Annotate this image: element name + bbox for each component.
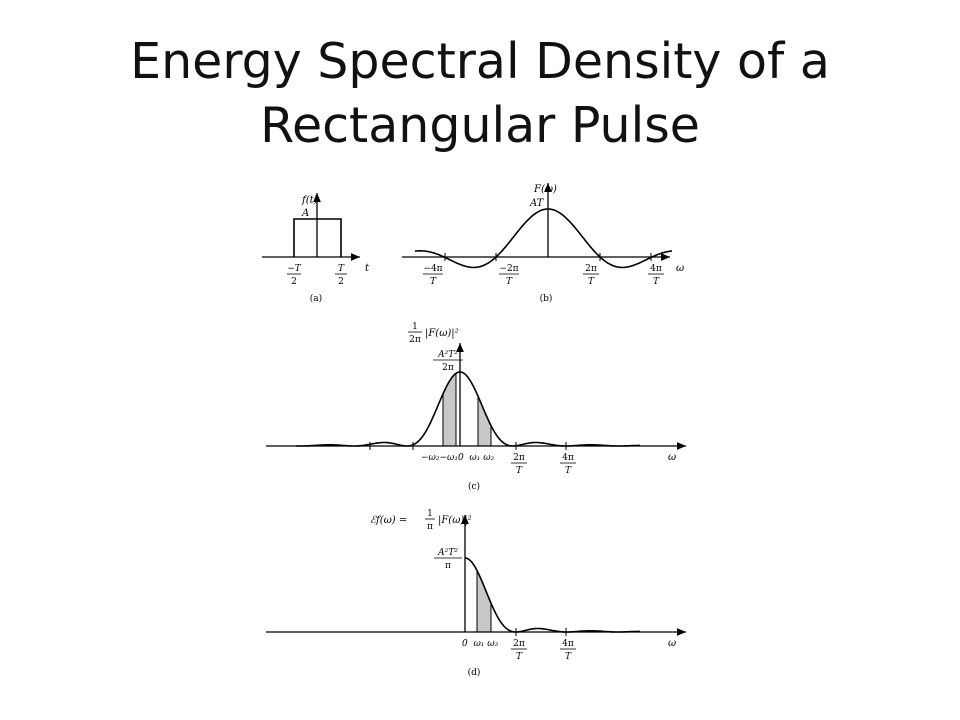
panel-b-tick-label: −2π T <box>499 264 519 287</box>
panel-b-tick-num: −4π <box>423 264 442 274</box>
panel-b-sinc-curve <box>414 208 673 269</box>
panel-a-x-axis-label: t <box>365 263 370 274</box>
panel-c-tick-marks <box>369 442 567 450</box>
panel-c-tick-den: T <box>516 466 523 476</box>
panel-d-y-label-lhs: ℰf(ω) = <box>370 515 407 526</box>
slide-title-line-2: Rectangular Pulse <box>260 97 700 154</box>
panel-c-band-left-shading <box>442 372 457 447</box>
panel-a-rectangular-pulse <box>293 218 342 257</box>
panel-b-tick-label: −4π T <box>423 264 443 287</box>
panel-b-tick-label: 4π T <box>648 264 664 287</box>
panel-b-y-axis-label: F(ω) <box>533 184 557 195</box>
panel-b-tick-den: T <box>653 277 660 287</box>
panel-d-tick-num: 4π <box>562 639 574 649</box>
panel-c-density-curve <box>296 371 640 447</box>
panel-d-tick-marks <box>515 628 567 636</box>
panel-d-peak-num: A²T² <box>437 548 458 558</box>
panel-d-y-label-coef-num: 1 <box>427 509 433 519</box>
panel-c-y-label-expr: |F(ω)|² <box>425 328 459 339</box>
panel-c-band-labels: −ω₂−ω₁0 ω₁ ω₂ <box>421 453 495 463</box>
panel-b-tick-label: 2π T <box>583 264 599 287</box>
panel-c: 1 2π |F(ω)|² A²T² 2π ω −ω₂−ω₁0 ω₁ ω₂ 2π … <box>266 322 686 492</box>
panel-d-tick-num: 2π <box>513 639 525 649</box>
panel-c-tick-num: 2π <box>513 453 525 463</box>
panel-b-caption: (b) <box>540 293 553 304</box>
panel-d-tick-den: T <box>565 652 572 662</box>
panel-d-tick-label: 2π T <box>511 639 527 662</box>
panel-c-peak-den: 2π <box>442 363 454 373</box>
panel-d-tick-den: T <box>516 652 523 662</box>
panel-d-x-axis-label: ω <box>668 638 676 649</box>
panel-c-peak-num: A²T² <box>437 350 458 360</box>
panel-c-y-label-coef-den: 2π <box>409 335 421 345</box>
panel-d-peak-den: π <box>445 561 451 571</box>
panel-b-tick-marks <box>444 253 652 261</box>
panel-b-tick-den: T <box>588 277 595 287</box>
panel-b-peak-label: AT <box>529 198 545 209</box>
panel-c-caption: (c) <box>468 481 480 492</box>
panel-c-tick-den: T <box>565 466 572 476</box>
panel-b: F(ω) AT ω −4π T −2π T 2π T 4π T (b) <box>402 183 684 304</box>
panel-c-tick-num: 4π <box>562 453 574 463</box>
panel-b-x-axis-label: ω <box>676 263 684 274</box>
panel-b-tick-den: T <box>430 277 437 287</box>
panel-d: ℰf(ω) = 1 π |F(ω)|² A²T² π ω 0 ω₁ ω₂ 2π … <box>266 509 686 678</box>
panel-a-amplitude-label: A <box>301 208 309 219</box>
panel-d-density-curve <box>465 557 640 633</box>
panel-d-caption: (d) <box>468 667 481 678</box>
slide-title: Energy Spectral Density of a Rectangular… <box>0 30 960 158</box>
panel-d-band-labels: 0 ω₁ ω₂ <box>462 639 499 649</box>
panel-a: f(t) A t −T 2 T 2 (a) <box>262 193 370 304</box>
panel-a-caption: (a) <box>310 293 322 304</box>
panel-d-y-label-coef-den: π <box>427 522 433 532</box>
panel-c-x-axis-label: ω <box>668 452 676 463</box>
panel-b-tick-den: T <box>506 277 513 287</box>
panel-a-y-axis-label: f(t) <box>301 195 318 206</box>
panel-a-tick-left-den: 2 <box>291 277 297 287</box>
panel-a-tick-right-num: T <box>338 264 345 274</box>
panel-c-y-label-coef-num: 1 <box>412 322 418 332</box>
panel-d-band-shading <box>476 570 492 633</box>
panel-c-tick-label: 4π T <box>560 453 576 476</box>
panel-b-tick-num: 4π <box>650 264 662 274</box>
panel-b-tick-num: −2π <box>499 264 518 274</box>
panel-c-tick-label: 2π T <box>511 453 527 476</box>
panel-a-tick-left-num: −T <box>287 264 302 274</box>
panel-d-y-label-expr: |F(ω)|² <box>438 515 472 526</box>
slide-title-line-1: Energy Spectral Density of a <box>130 33 830 90</box>
panel-b-tick-num: 2π <box>585 264 597 274</box>
panel-a-tick-right-den: 2 <box>338 277 344 287</box>
panel-d-tick-label: 4π T <box>560 639 576 662</box>
